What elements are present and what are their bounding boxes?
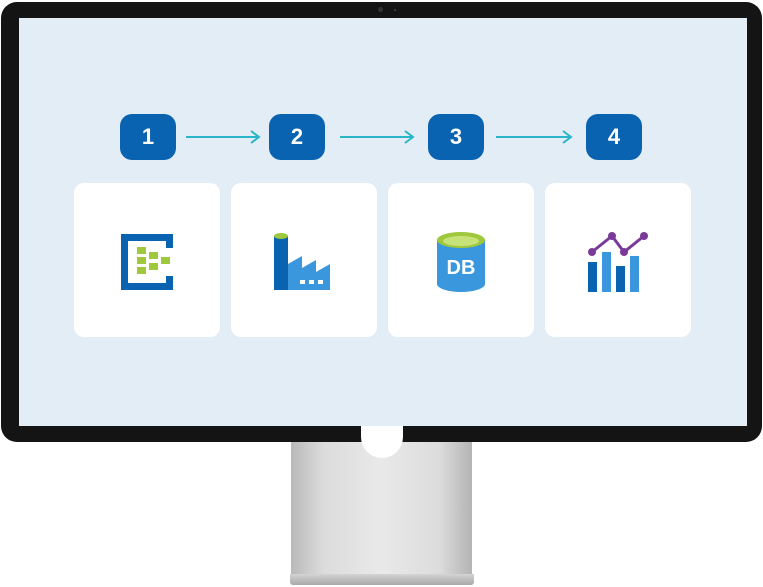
- step-badge-3: 3: [428, 114, 484, 160]
- step-card-2: [231, 183, 377, 337]
- event-hubs-icon: [121, 234, 173, 290]
- step-number: 2: [290, 124, 304, 149]
- step-card-4: [545, 183, 691, 337]
- camera-icon: [378, 7, 383, 12]
- step-number: 3: [449, 124, 463, 149]
- database-icon: DB: [437, 232, 485, 292]
- arrow-right-icon: [186, 130, 261, 144]
- monitor-screen: 1 2 3 4: [19, 18, 747, 426]
- data-factory-icon: [274, 233, 330, 290]
- step-badge-2: 2: [269, 114, 325, 160]
- step-badge-4: 4: [586, 114, 642, 160]
- step-card-1: [74, 183, 220, 337]
- step-number: 4: [607, 124, 621, 149]
- database-label: DB: [447, 257, 476, 279]
- sensor-dot: [394, 9, 396, 11]
- monitor-stand: [291, 442, 472, 576]
- monitor-frame: 1 2 3 4: [1, 2, 762, 442]
- step-card-3: DB: [388, 183, 534, 337]
- step-badge-1: 1: [120, 114, 176, 160]
- step-number: 1: [141, 124, 155, 149]
- monitor-stand-base: [290, 574, 474, 585]
- arrow-right-icon: [496, 130, 573, 144]
- analytics-chart-icon: [588, 232, 648, 292]
- arrow-right-icon: [340, 130, 415, 144]
